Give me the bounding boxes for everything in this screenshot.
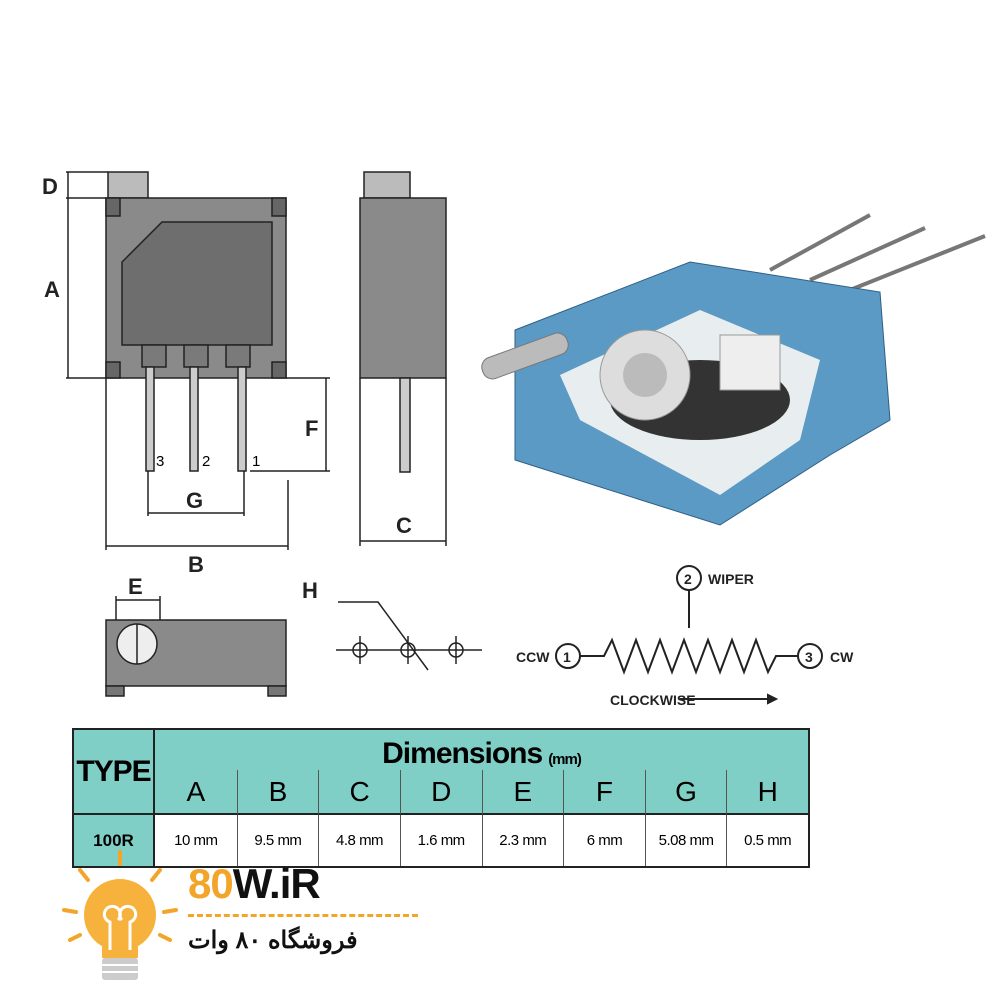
col-header-d: D — [399, 770, 482, 815]
brand-name: 80W.iR — [188, 860, 321, 908]
col-header-f: F — [563, 770, 645, 815]
label-c: C — [396, 513, 412, 538]
cell-g: 5.08 mm — [644, 815, 727, 866]
bottom-view — [105, 596, 287, 697]
schematic — [555, 565, 823, 705]
cw-number: 3 — [805, 649, 813, 665]
type-value: 100R — [74, 815, 155, 866]
ccw-number: 1 — [563, 649, 571, 665]
dimensions-title: Dimensions (mm) — [155, 730, 808, 770]
label-f: F — [305, 416, 318, 441]
lightbulb-icon — [62, 850, 178, 980]
col-header-c: C — [318, 770, 400, 815]
cell-b: 9.5 mm — [236, 815, 319, 866]
label-d: D — [42, 174, 58, 199]
cell-a: 10 mm — [155, 815, 237, 866]
col-header-e: E — [481, 770, 564, 815]
label-a: A — [44, 277, 60, 302]
label-e: E — [128, 574, 143, 599]
brand-digits: 80 — [188, 860, 234, 907]
cw-label: CW — [830, 649, 854, 665]
dimension-drawing: D A F G B 3 2 1 C E H — [42, 171, 986, 708]
dimensions-table: TYPE Dimensions (mm) A B C D E F G H 100R… — [72, 728, 810, 868]
pin-3-label: 3 — [156, 453, 164, 470]
wiper-label: WIPER — [708, 571, 754, 587]
cell-c: 4.8 mm — [318, 815, 400, 866]
col-header-g: G — [644, 770, 727, 815]
label-b: B — [188, 552, 204, 577]
type-header: TYPE — [74, 730, 155, 815]
watermark-logo: 80W.iR فروشگاه ۸۰ وات — [60, 850, 418, 990]
col-header-h: H — [726, 770, 808, 815]
cell-e: 2.3 mm — [481, 815, 564, 866]
pin-1-label: 1 — [252, 453, 260, 470]
brand-tagline: فروشگاه ۸۰ وات — [188, 927, 358, 954]
col-header-b: B — [236, 770, 319, 815]
unit-label: (mm) — [548, 750, 582, 768]
cell-f: 6 mm — [563, 815, 645, 866]
front-view — [66, 171, 330, 550]
pin-spacing-detail — [336, 601, 482, 671]
label-h: H — [302, 578, 318, 603]
cell-h: 0.5 mm — [726, 815, 808, 866]
pin-2-label: 2 — [202, 453, 210, 470]
label-g: G — [186, 488, 203, 513]
col-header-a: A — [155, 770, 237, 815]
side-view — [359, 171, 447, 546]
wiper-number: 2 — [684, 571, 692, 587]
brand-suffix: W.iR — [232, 860, 321, 907]
ccw-label: CCW — [516, 649, 550, 665]
cell-d: 1.6 mm — [399, 815, 482, 866]
logo-divider — [188, 914, 418, 917]
dimensions-title-text: Dimensions — [382, 737, 543, 770]
clockwise-label: CLOCKWISE — [610, 692, 696, 708]
trimmer-3d-illustration — [481, 213, 986, 526]
